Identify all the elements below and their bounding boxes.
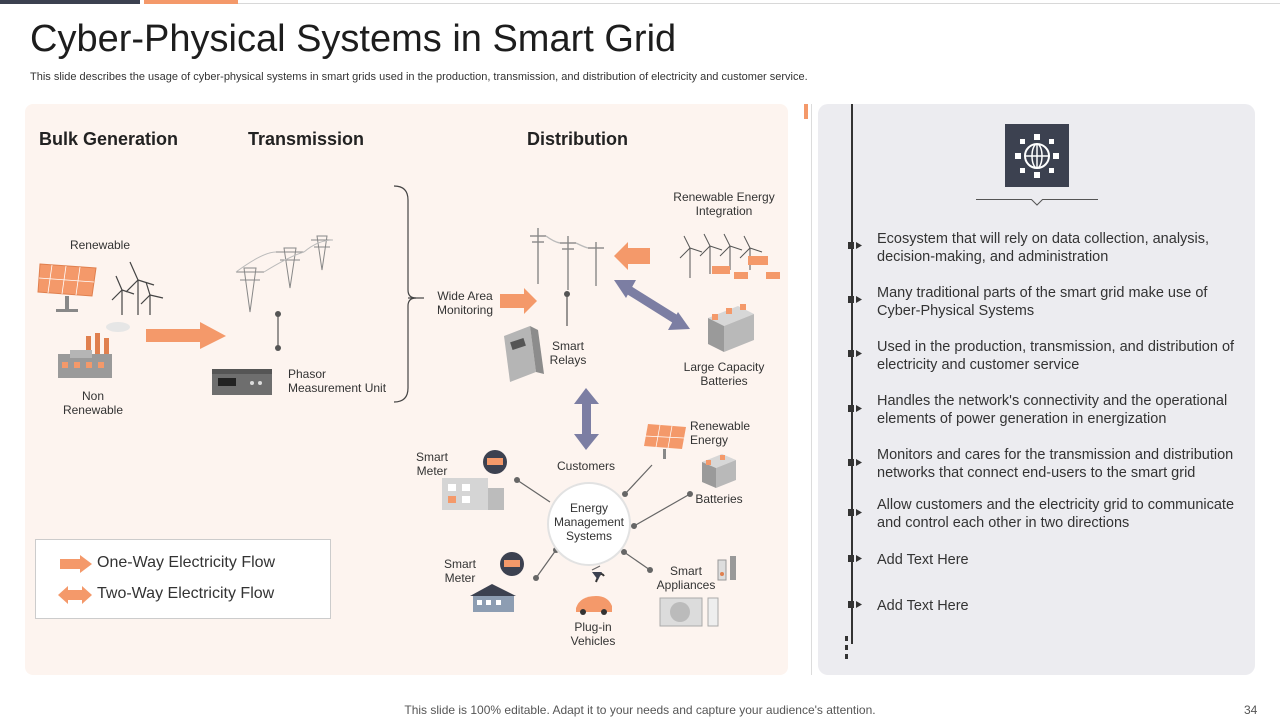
label-non-renewable: Non Renewable xyxy=(62,389,124,417)
label-batteries: Batteries xyxy=(695,492,743,506)
battery-icon xyxy=(708,304,754,352)
battery-icon xyxy=(702,454,736,488)
page-subtitle: This slide describes the usage of cyber-… xyxy=(30,71,808,83)
legend-arrows xyxy=(58,555,92,604)
label-large-batteries: Large Capacity Batteries xyxy=(683,360,765,388)
two-way-arrow-icon xyxy=(574,388,599,450)
page-number: 34 xyxy=(1244,703,1258,717)
list-item-5: Monitors and cares for the transmission … xyxy=(877,447,1234,481)
label-phasor: Phasor Measurement Unit xyxy=(288,367,387,395)
ems-circle xyxy=(547,482,631,566)
footer-note: This slide is 100% editable. Adapt it to… xyxy=(404,703,876,717)
page-title: Cyber-Physical Systems in Smart Grid xyxy=(30,18,677,60)
smart-grid-diagram xyxy=(37,185,780,627)
label-ems: Energy Management Systems xyxy=(553,501,625,543)
factory-icon xyxy=(58,322,130,378)
house-icon xyxy=(442,478,504,510)
list-item-8: Add Text Here xyxy=(877,598,969,614)
wind-turbine-icon xyxy=(679,233,763,278)
legend-two-way: Two-Way Electricity Flow xyxy=(97,585,275,602)
solar-panel-icon xyxy=(644,424,686,459)
globe-gear-icon xyxy=(1015,134,1059,178)
two-way-arrow-icon xyxy=(58,586,92,604)
house-icon xyxy=(470,584,516,612)
heading-bulk-generation: Bulk Generation xyxy=(39,129,179,149)
timeline-markers xyxy=(848,242,862,608)
info-panel xyxy=(818,104,1255,675)
two-way-arrow-icon xyxy=(614,280,690,330)
panel-separator xyxy=(811,104,812,675)
smart-meter-icon xyxy=(500,552,524,576)
smart-relay-icon xyxy=(504,326,544,382)
list-item-3: Used in the production, transmission, an… xyxy=(877,339,1235,373)
divider-notch xyxy=(1031,199,1043,206)
list-item-1: Ecosystem that will rely on data collect… xyxy=(877,231,1210,265)
label-customers: Customers xyxy=(556,459,615,473)
legend-one-way: One-Way Electricity Flow xyxy=(97,554,276,571)
timeline-line xyxy=(851,104,853,644)
label-plugin-vehicles: Plug-in Vehicles xyxy=(570,620,616,648)
label-renewable-integration: Renewable Energy Integration xyxy=(673,190,775,218)
wind-turbine-icon xyxy=(111,261,164,315)
solar-panel-icon xyxy=(37,263,97,312)
label-renewable: Renewable xyxy=(69,238,131,252)
smart-meter-icon xyxy=(483,450,507,474)
label-wide-area: Wide Area Monitoring xyxy=(436,289,494,317)
solar-panel-icon xyxy=(712,256,780,279)
air-conditioner-icon xyxy=(659,556,736,627)
label-smart-meter-2: Smart Meter xyxy=(443,557,476,585)
list-item-4: Handles the network's connectivity and t… xyxy=(877,393,1228,427)
one-way-arrow-icon xyxy=(146,322,226,349)
list-item-6: Allow customers and the electricity grid… xyxy=(877,497,1235,531)
top-accent-dark xyxy=(0,0,140,4)
list-item-7: Add Text Here xyxy=(877,552,969,568)
panel-accent-tick xyxy=(804,104,808,119)
label-smart-appliances: Smart Appliances xyxy=(656,564,716,592)
heading-distribution: Distribution xyxy=(527,129,628,149)
power-pole-icon xyxy=(530,228,604,290)
label-smart-relays: Smart Relays xyxy=(549,339,587,367)
heading-transmission: Transmission xyxy=(248,129,365,149)
legend-box xyxy=(35,539,331,619)
label-renewable-energy: Renewable Energy xyxy=(690,419,751,447)
top-accent-line xyxy=(238,3,1280,4)
top-accent-orange xyxy=(144,0,238,4)
timeline-dots xyxy=(845,636,848,659)
label-smart-meter-1: Smart Meter xyxy=(415,450,448,478)
electric-car-icon xyxy=(576,572,612,615)
pmu-device-icon xyxy=(212,369,272,395)
list-item-2: Many traditional parts of the smart grid… xyxy=(877,285,1208,319)
transmission-tower-icon xyxy=(235,235,334,313)
ems-connectors xyxy=(516,464,691,579)
one-way-arrow-icon xyxy=(60,555,92,573)
globe-gear-icon-box xyxy=(1005,124,1069,187)
